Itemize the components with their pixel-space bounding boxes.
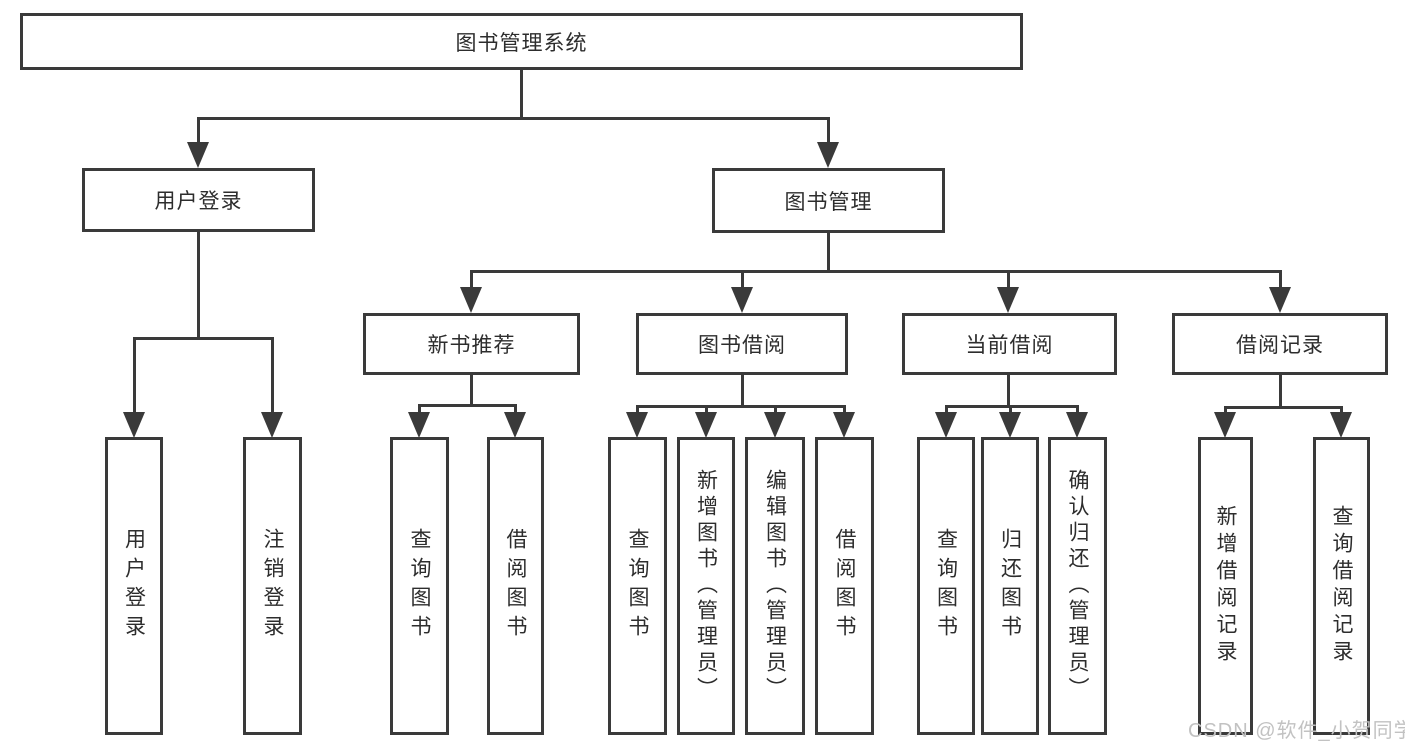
connector-line xyxy=(1224,406,1343,409)
arrow-down-icon xyxy=(1214,412,1236,438)
connector-line xyxy=(1278,375,1282,409)
leaf-borrow-query-books: 查询图书 xyxy=(608,437,667,735)
arrow-down-icon xyxy=(187,142,209,168)
leaf-recommend-borrow-books: 借阅图书 xyxy=(487,437,544,735)
leaf-recommend-query-books: 查询图书 xyxy=(390,437,449,735)
leaf-current-query-books: 查询图书 xyxy=(917,437,975,735)
connector-line xyxy=(197,117,830,120)
connector-line xyxy=(1340,406,1343,415)
arrow-down-icon xyxy=(999,412,1021,438)
node-borrow-record: 借阅记录 xyxy=(1172,313,1388,375)
arrow-down-icon xyxy=(460,287,482,313)
connector-line xyxy=(520,69,523,119)
connector-line xyxy=(418,404,517,407)
node-label: 用户登录 xyxy=(122,528,146,644)
node-label: 新增图书（管理员） xyxy=(694,469,718,703)
node-label: 归还图书 xyxy=(998,528,1022,644)
connector-line xyxy=(636,405,846,408)
connector-line xyxy=(418,404,421,415)
connector-line xyxy=(469,270,473,290)
arrow-down-icon xyxy=(1066,412,1088,438)
arrow-down-icon xyxy=(408,412,430,438)
connector-line xyxy=(843,405,846,415)
node-library-system: 图书管理系统 xyxy=(20,13,1023,70)
node-label: 图书管理系统 xyxy=(455,31,588,55)
node-book-management: 图书管理 xyxy=(712,168,945,233)
connector-line xyxy=(826,233,830,273)
arrow-down-icon xyxy=(123,412,145,438)
arrow-down-icon xyxy=(504,412,526,438)
node-label: 查询图书 xyxy=(626,528,649,644)
connector-line xyxy=(132,337,136,415)
node-label: 当前借阅 xyxy=(965,334,1054,357)
connector-line xyxy=(944,405,1079,408)
connector-line xyxy=(1224,406,1227,415)
arrow-down-icon xyxy=(833,412,855,438)
node-label: 确认归还（管理员） xyxy=(1066,469,1089,703)
leaf-add-borrow-record: 新增借阅记录 xyxy=(1198,437,1253,735)
connector-line xyxy=(740,270,744,290)
node-label: 新书推荐 xyxy=(427,334,516,357)
arrow-down-icon xyxy=(695,412,717,438)
node-user-login: 用户登录 xyxy=(82,168,315,232)
connector-line xyxy=(773,405,777,415)
arrow-down-icon xyxy=(1269,287,1291,313)
arrow-down-icon xyxy=(997,287,1019,313)
node-label: 用户登录 xyxy=(154,190,243,213)
connector-line xyxy=(636,405,639,415)
arrow-down-icon xyxy=(731,287,753,313)
node-label: 注销登录 xyxy=(261,528,284,644)
node-label: 图书借阅 xyxy=(698,334,786,357)
connector-line xyxy=(704,405,708,415)
connector-line xyxy=(1278,270,1282,290)
connector-line xyxy=(196,232,200,340)
connector-line xyxy=(469,375,473,407)
connector-line xyxy=(271,337,274,415)
connector-line xyxy=(470,270,1281,273)
connector-line xyxy=(826,117,830,147)
node-label: 借阅图书 xyxy=(504,528,527,644)
arrow-down-icon xyxy=(626,412,648,438)
node-label: 新增借阅记录 xyxy=(1214,505,1237,667)
connector-line xyxy=(1006,375,1010,408)
connector-line xyxy=(1076,405,1079,415)
node-label: 编辑图书（管理员） xyxy=(763,469,787,703)
node-label: 借阅记录 xyxy=(1236,334,1324,357)
leaf-borrow-edit-books-admin: 编辑图书（管理员） xyxy=(745,437,805,735)
node-new-book-recommend: 新书推荐 xyxy=(363,313,580,375)
node-label: 图书管理 xyxy=(784,190,873,214)
arrow-down-icon xyxy=(1330,412,1352,438)
leaf-query-borrow-record: 查询借阅记录 xyxy=(1313,437,1370,735)
connector-line xyxy=(944,405,948,415)
connector-line xyxy=(1008,405,1012,415)
arrow-down-icon xyxy=(935,412,957,438)
connector-line xyxy=(514,404,517,415)
leaf-current-return-books: 归还图书 xyxy=(981,437,1039,735)
node-current-borrow: 当前借阅 xyxy=(902,313,1117,375)
node-label: 借阅图书 xyxy=(833,528,856,644)
node-label: 查询借阅记录 xyxy=(1330,505,1353,667)
arrow-down-icon xyxy=(261,412,283,438)
node-label: 查询图书 xyxy=(934,528,958,644)
connector-line xyxy=(196,117,200,147)
csdn-watermark: CSDN @软件_小贺同学 xyxy=(1188,720,1405,742)
connector-line xyxy=(740,375,744,407)
leaf-borrow-add-books-admin: 新增图书（管理员） xyxy=(677,437,735,735)
node-label: 查询图书 xyxy=(408,528,431,644)
leaf-borrow-borrow-books: 借阅图书 xyxy=(815,437,874,735)
arrow-down-icon xyxy=(764,412,786,438)
node-book-borrow: 图书借阅 xyxy=(636,313,848,375)
connector-line xyxy=(1006,270,1010,290)
leaf-logout-login: 注销登录 xyxy=(243,437,302,735)
connector-line xyxy=(133,337,274,340)
arrow-down-icon xyxy=(817,142,839,168)
leaf-current-confirm-return-admin: 确认归还（管理员） xyxy=(1048,437,1107,735)
leaf-user-login: 用户登录 xyxy=(105,437,163,735)
